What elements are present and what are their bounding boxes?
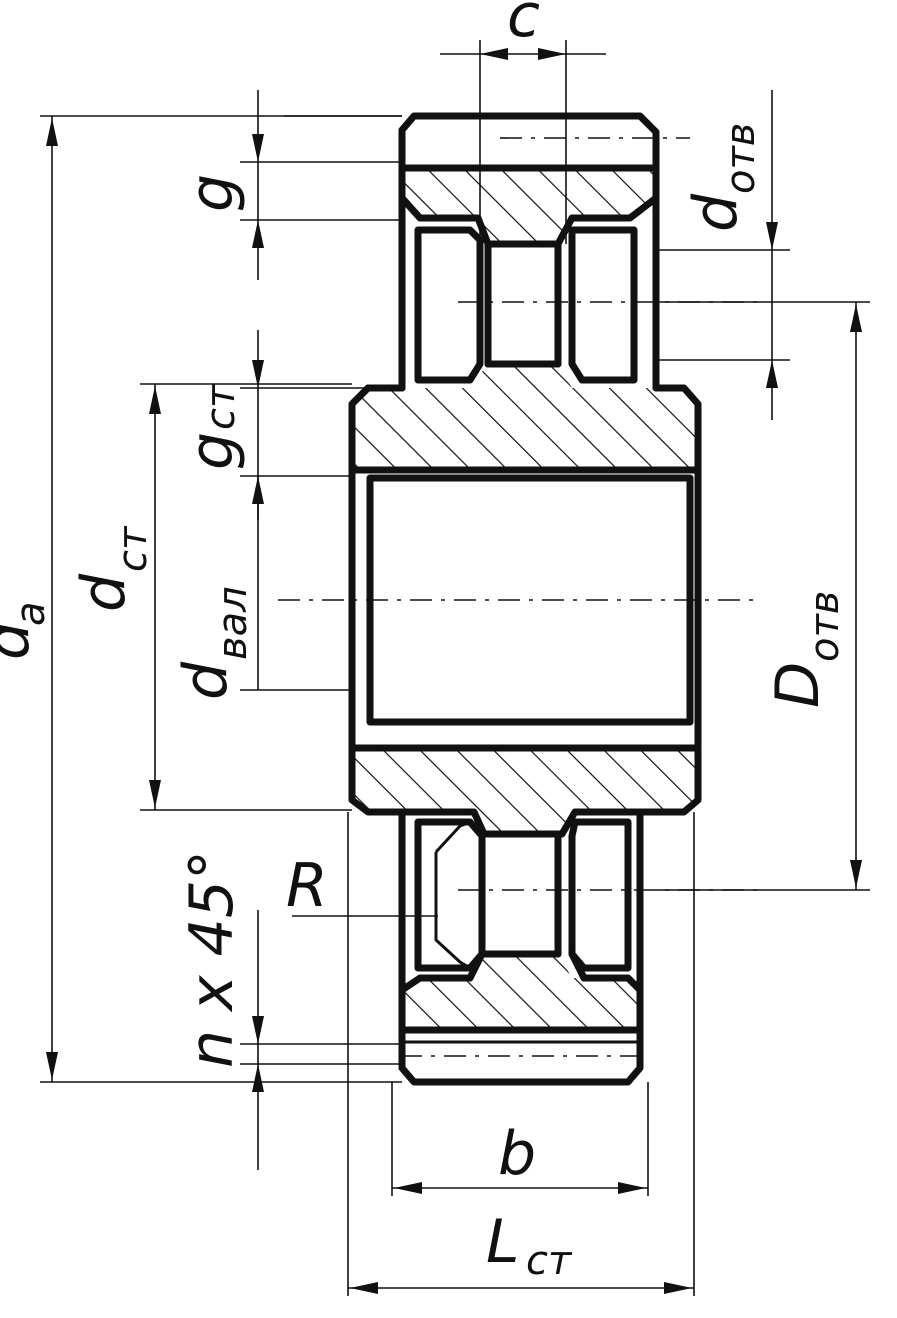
svg-text:ст: ст bbox=[526, 1238, 573, 1284]
svg-text:g: g bbox=[177, 432, 247, 470]
rim-hatch-bottom bbox=[402, 954, 640, 1030]
svg-text:вал: вал bbox=[210, 586, 256, 660]
label-c: c bbox=[507, 0, 540, 51]
dimension-labels: d a c d отв g g ст d ст d вал D отв R bbox=[0, 0, 848, 1284]
svg-text:D: D bbox=[763, 662, 833, 708]
svg-text:d: d bbox=[681, 193, 751, 232]
label-b: b bbox=[498, 1119, 536, 1189]
section-hatching bbox=[352, 168, 698, 1030]
hub-hatch-top bbox=[352, 364, 698, 470]
svg-text:n x 45°: n x 45° bbox=[177, 850, 247, 1068]
svg-text:L: L bbox=[486, 1207, 519, 1277]
part-outline bbox=[348, 112, 702, 1086]
svg-text:d: d bbox=[69, 573, 139, 612]
svg-text:ст: ст bbox=[198, 383, 244, 430]
svg-text:a: a bbox=[8, 601, 54, 626]
label-d-otv: d отв bbox=[681, 123, 764, 232]
label-g-st: g ст bbox=[177, 383, 247, 470]
svg-text:ст: ст bbox=[110, 525, 156, 572]
svg-text:d: d bbox=[171, 661, 241, 700]
rim-hatch-top bbox=[402, 168, 656, 244]
svg-text:g: g bbox=[177, 174, 247, 212]
label-chamfer: n x 45° bbox=[177, 850, 247, 1068]
hub-hatch-bottom bbox=[352, 748, 698, 834]
label-D-otv: D отв bbox=[763, 591, 848, 708]
label-R: R bbox=[286, 851, 328, 921]
label-g: g bbox=[177, 174, 247, 212]
dimension-lines bbox=[46, 48, 862, 1294]
svg-text:отв: отв bbox=[718, 123, 764, 194]
label-d-st: d ст bbox=[69, 525, 156, 612]
label-d-a: d a bbox=[0, 601, 54, 660]
svg-text:отв: отв bbox=[802, 591, 848, 662]
svg-text:d: d bbox=[0, 621, 43, 660]
label-d-val: d вал bbox=[171, 586, 256, 700]
label-L-st: L ст bbox=[486, 1207, 573, 1284]
